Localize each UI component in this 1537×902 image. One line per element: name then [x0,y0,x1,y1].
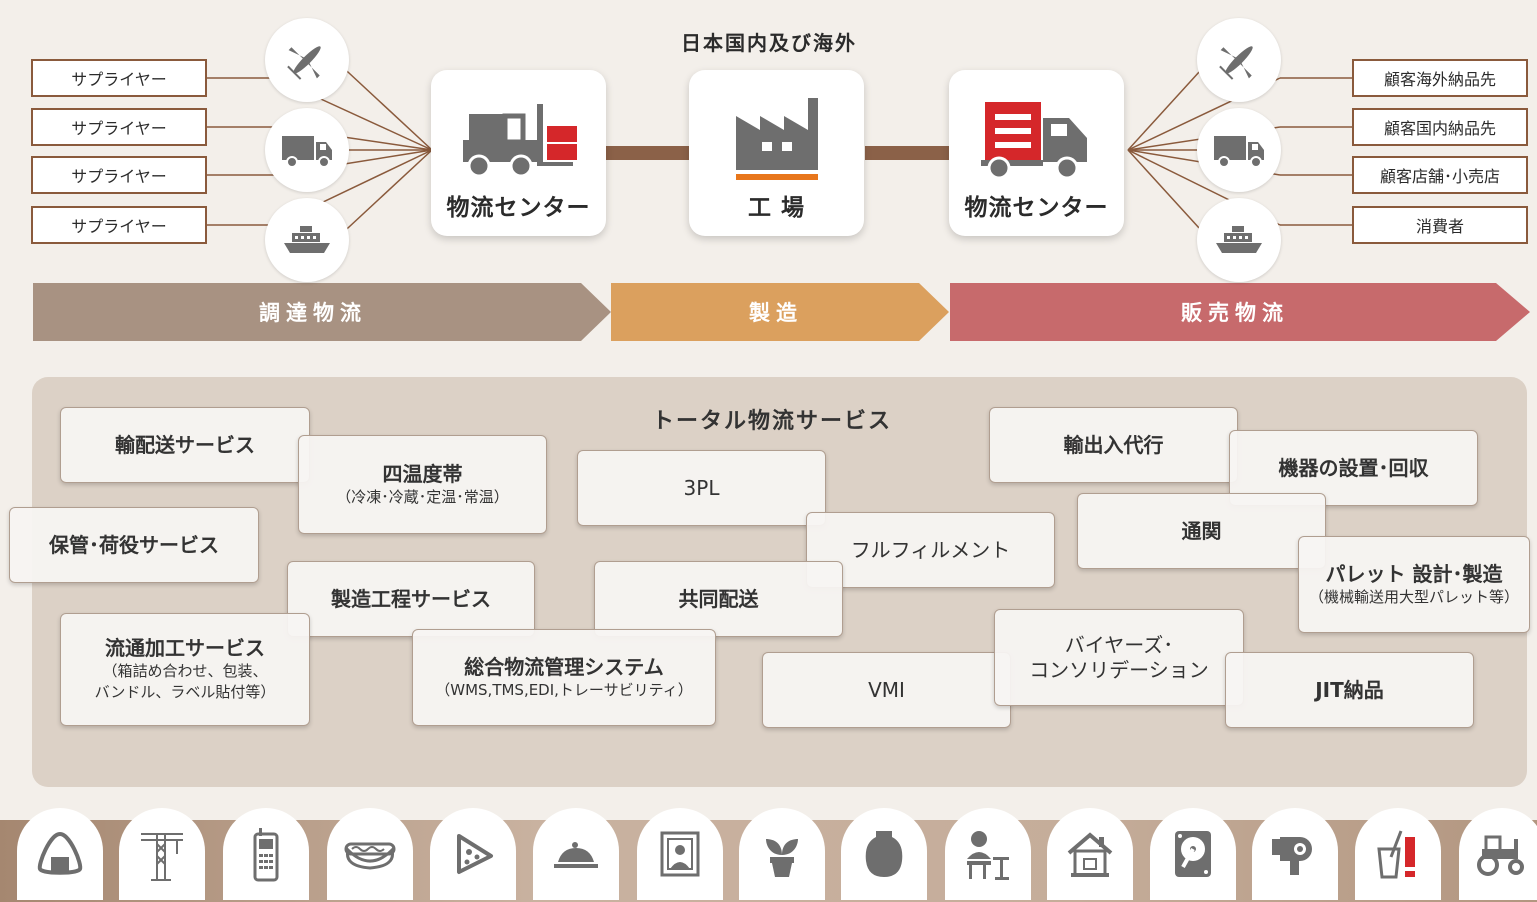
service-manufacturing-process: 製造工程サービス [287,561,535,637]
stage-label-manufacturing: 製造 [749,301,803,325]
house-icon [1047,808,1133,900]
portrait-icon [637,808,723,900]
customer-box: 顧客国内納品先 [1352,108,1528,146]
airplane-icon [1197,18,1281,102]
logistics-center-label: 物流センター [964,195,1109,221]
procurement-arrow [33,283,611,341]
person-desk-icon [945,808,1031,900]
service-distribution-processing: 流通加工サービス （箱詰め合わせ、包装、 バンドル、ラベル貼付等） [60,613,310,726]
supplier-box: サプライヤー [31,206,207,244]
crane-icon [119,808,205,900]
service-storage-handling: 保管･荷役サービス [9,507,259,583]
customer-box: 顧客海外納品先 [1352,59,1528,97]
logistics-center-card-right: 物流センター [949,70,1124,236]
service-delivery: 輸配送サービス [60,407,310,483]
cake-icon [533,808,619,900]
onigiri-icon [17,808,103,900]
service-customs: 通関 [1077,493,1326,569]
hair-dryer-icon [1252,808,1338,900]
factory-card: 工 場 [689,70,864,236]
stage-label-procurement: 調達物流 [259,301,367,325]
service-joint-delivery: 共同配送 [594,561,843,637]
service-buyers-consolidation: バイヤーズ･ コンソリデーション [994,609,1244,706]
factory-label: 工 場 [747,195,805,221]
logistics-center-card-left: 物流センター [431,70,606,236]
vase-icon [841,808,927,900]
plant-icon [739,808,825,900]
region-title: 日本国内及び海外 [681,31,857,55]
truck-icon [265,108,349,192]
truck-icon [1197,108,1281,192]
pizza-icon [430,808,516,900]
service-vmi: VMI [762,652,1011,728]
customer-box: 消費者 [1352,206,1528,244]
service-fulfillment: フルフィルメント [806,512,1055,588]
ship-icon [265,198,349,282]
service-management-system: 総合物流管理システム （WMS,TMS,EDI,トレーサビリティ） [412,629,716,726]
supplier-box: サプライヤー [31,108,207,146]
phone-icon [223,808,309,900]
service-pallet: パレット 設計･製造 （機械輸送用大型パレット等） [1298,536,1530,633]
logistics-center-label: 物流センター [446,195,591,221]
manufacturing-arrow [611,283,949,341]
supplier-box: サプライヤー [31,59,207,97]
sales-arrow [950,283,1530,341]
customer-box: 顧客店舗･小売店 [1352,156,1528,194]
tractor-icon [1459,808,1537,900]
panel-title: トータル物流サービス [652,409,893,434]
service-3pl: 3PL [577,450,826,526]
factory-icon [735,98,818,180]
ship-icon [1197,198,1281,282]
toothbrush-icon [1355,808,1441,900]
service-four-temperature: 四温度帯 （冷凍･冷蔵･定温･常温） [298,435,547,534]
stage-label-sales: 販売物流 [1181,301,1289,325]
delivery-truck-icon [980,102,1087,180]
service-jit: JIT納品 [1225,652,1474,728]
airplane-icon [265,18,349,102]
hard-disk-icon [1150,808,1236,900]
hotdog-icon [327,808,413,900]
supplier-box: サプライヤー [31,156,207,194]
forklift-icon [462,104,577,178]
service-import-export: 輸出入代行 [989,407,1238,483]
